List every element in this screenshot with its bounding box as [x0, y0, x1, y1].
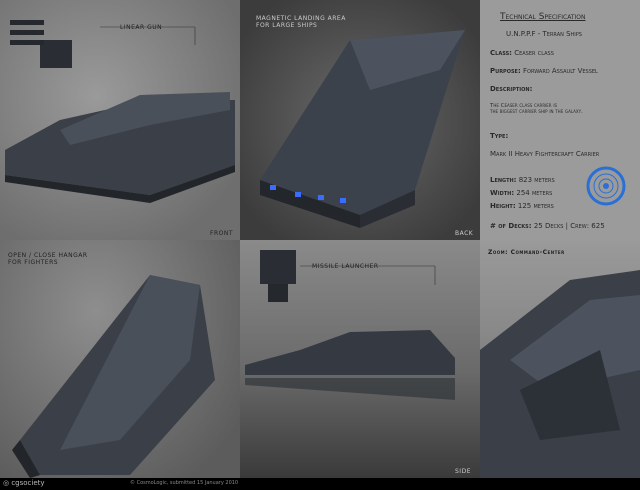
value: 25 Decks | Crew: 625	[533, 222, 605, 230]
callout-line: Open / close hangar	[8, 252, 88, 259]
command-center-render	[480, 270, 640, 478]
label: Description:	[490, 85, 533, 93]
spec-width: Width: 254 meters	[480, 189, 640, 197]
hangar-callout: Open / close hangarfor fighters	[8, 252, 88, 266]
label: Purpose:	[490, 67, 521, 75]
spec-description-label: Description:	[480, 85, 640, 93]
spec-title: Technical Specification	[500, 12, 586, 22]
callout-line: for fighters	[8, 259, 59, 266]
engine-glow	[270, 185, 276, 190]
spec-purpose: Purpose: Forward Assault Vessel	[480, 67, 640, 75]
ship-front-render	[5, 20, 235, 203]
spec-height: Height: 125 meters	[480, 202, 640, 210]
missile-launcher-callout: Missile launcher	[312, 263, 379, 270]
side-view-label: Side	[455, 468, 471, 475]
value: Forward Assault Vessel	[523, 67, 598, 75]
technical-spec-panel: Technical Specification U.N.P.P.F - Terr…	[480, 0, 640, 240]
back-view-panel: Magnetic landing areafor large ships Bac…	[240, 0, 480, 240]
front-view-label: Front	[210, 230, 233, 237]
label: Class:	[490, 49, 512, 57]
label: Height:	[490, 202, 516, 210]
label: Type:	[490, 132, 509, 140]
ship-side-render	[245, 250, 455, 400]
spec-decks: # of Decks: 25 Decks | Crew: 625	[480, 222, 640, 230]
zoom-view-panel: Zoom: Command-Center	[480, 240, 640, 478]
credit-text: © CosmoLogic, submitted 15 January 2010	[130, 480, 239, 486]
line: The Ceaser class carrier is	[490, 103, 558, 109]
line: the biggest carrier ship in the galaxy.	[490, 109, 583, 115]
value: Ceaser class	[514, 49, 554, 57]
cgsociety-logo[interactable]: ◎ cgsociety	[3, 479, 45, 487]
spec-length: Length: 823 meters	[480, 176, 640, 184]
callout-line: Magnetic landing area	[256, 15, 346, 22]
value: 125 meters	[517, 202, 554, 210]
footer-bar: ◎ cgsociety © CosmoLogic, submitted 15 J…	[0, 478, 640, 490]
ship-top-render	[12, 275, 215, 478]
value: 823 meters	[518, 176, 555, 184]
ship-back-render	[260, 30, 465, 228]
linear-gun-turret	[40, 40, 72, 68]
side-view-panel: Missile launcher Side	[240, 240, 480, 478]
hangar-view-panel: Open / close hangarfor fighters	[0, 240, 240, 478]
label: Length:	[490, 176, 517, 184]
label: # of Decks:	[490, 222, 532, 230]
zoom-label: Zoom: Command-Center	[488, 249, 565, 256]
missile-launcher	[260, 250, 296, 284]
value: 254 meters	[516, 189, 553, 197]
front-view-panel: Linear gun Front	[0, 0, 240, 240]
linear-gun-callout: Linear gun	[120, 24, 163, 31]
label: Width:	[490, 189, 515, 197]
spec-class: Class: Ceaser class	[480, 49, 640, 57]
spec-faction: U.N.P.P.F - Terran Ships	[506, 30, 582, 38]
back-view-label: Back	[455, 230, 474, 237]
spec-type: Mark II Heavy Fightercraft Carrier	[490, 150, 600, 158]
callout-line: for large ships	[256, 22, 318, 29]
spec-type-label: Type:	[480, 132, 640, 140]
landing-area-callout: Magnetic landing areafor large ships	[256, 15, 346, 29]
